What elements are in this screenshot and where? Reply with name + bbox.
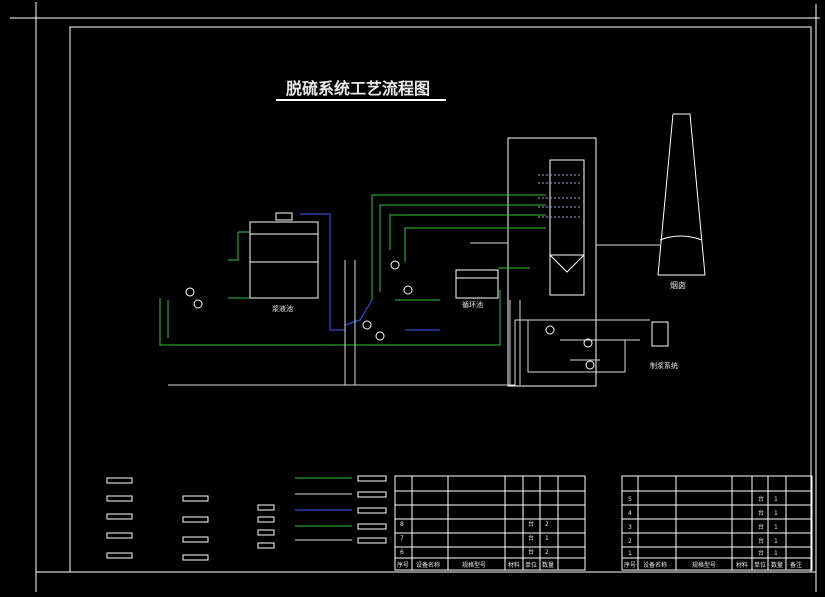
right-row-qty: 1 (774, 524, 778, 531)
right-row-unit: 台 (758, 523, 764, 531)
mid-footer: 材料 (508, 561, 520, 569)
right-footer: 数量 (771, 561, 783, 569)
mid-row-unit: 台 (528, 534, 534, 542)
chimney (657, 113, 706, 276)
circulation-tank (455, 269, 499, 299)
legend-symbols (106, 475, 387, 561)
mid-row-no: 8 (400, 521, 404, 528)
right-footer: 材料 (736, 561, 748, 569)
right-row-no: 2 (628, 538, 632, 545)
right-row-unit: 台 (758, 549, 764, 557)
table-mid-text: 8 7 6 台 台 台 2 1 2 序号 设备名称 规格型号 材料 单位 数量 (397, 520, 554, 569)
lime-tank-label: 制浆系统 (650, 361, 678, 370)
outer-frame (35, 17, 817, 573)
right-footer: 规格型号 (692, 561, 716, 569)
mid-footer: 规格型号 (462, 561, 486, 569)
blue-pipes (300, 213, 440, 331)
right-footer: 单位 (754, 561, 766, 569)
equipment-table-right (621, 475, 813, 571)
drawing-title: 脱硫系统工艺流程图 (286, 79, 430, 98)
mid-row-unit: 台 (528, 548, 534, 556)
lime-tank (651, 321, 669, 347)
spray-layers (538, 174, 580, 218)
right-row-no: 5 (628, 496, 632, 503)
right-footer: 备注 (790, 561, 802, 569)
right-row-no: 4 (628, 510, 632, 517)
right-footer: 序号 (624, 561, 636, 569)
right-row-no: 1 (628, 550, 632, 557)
right-row-qty: 1 (774, 510, 778, 517)
right-row-qty: 1 (774, 496, 778, 503)
white-pipes (168, 242, 660, 386)
mid-footer: 序号 (397, 561, 409, 569)
mid-row-qty: 1 (545, 535, 549, 542)
right-footer: 设备名称 (643, 561, 667, 569)
corner-marks (10, 2, 820, 592)
pump-symbols (185, 260, 595, 370)
inner-frame (69, 26, 812, 573)
mid-footer: 设备名称 (416, 561, 440, 569)
mid-row-no: 6 (400, 549, 404, 556)
mid-row-qty: 2 (545, 521, 549, 528)
green-pipes (159, 194, 546, 346)
slurry-tank (249, 212, 319, 299)
mid-row-no: 7 (400, 535, 404, 542)
right-row-unit: 台 (758, 495, 764, 503)
right-row-qty: 1 (774, 538, 778, 545)
slurry-tank-label: 浆液池 (272, 304, 293, 313)
stack-label: 烟囱 (670, 280, 686, 290)
table-right-text: 5 4 3 2 1 台 台 台 台 台 1 1 1 1 1 序号 设备名称 规格… (624, 495, 802, 569)
absorber-tower (507, 137, 597, 387)
mid-row-qty: 2 (545, 549, 549, 556)
right-row-unit: 台 (758, 509, 764, 517)
equipment-table-mid (394, 475, 586, 571)
right-row-unit: 台 (758, 537, 764, 545)
right-row-no: 3 (628, 524, 632, 531)
right-row-qty: 1 (774, 550, 778, 557)
mid-footer: 数量 (542, 561, 554, 569)
mid-footer: 单位 (525, 561, 537, 569)
circ-tank-label: 循环池 (462, 300, 483, 309)
legend-lines (295, 477, 352, 541)
mid-row-unit: 台 (528, 520, 534, 528)
